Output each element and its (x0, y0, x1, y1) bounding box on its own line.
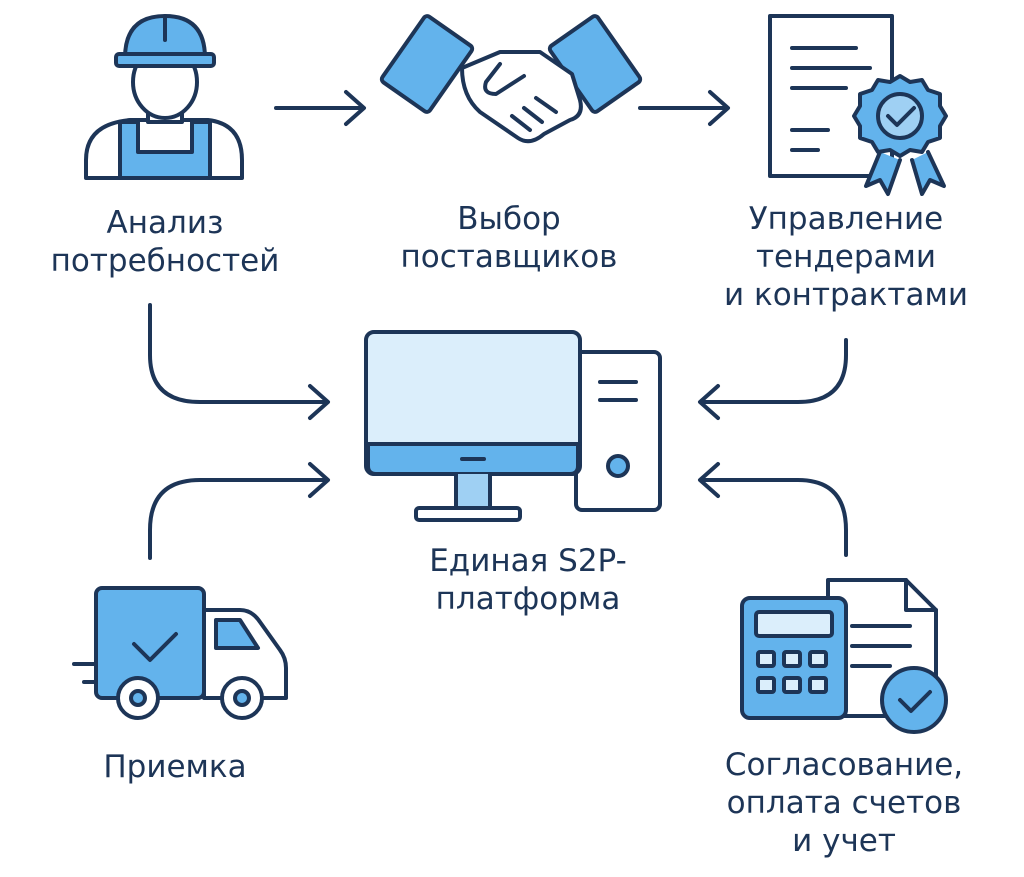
calculator-invoice-icon (740, 578, 948, 734)
label-needs-analysis: Анализ потребностей (40, 204, 290, 280)
edge-needs-to-platform (148, 303, 330, 420)
edge-approval-to-platform (698, 462, 848, 557)
edge-tenders-to-platform (698, 338, 848, 420)
handshake-icon (379, 14, 643, 144)
label-line: Анализ (106, 205, 224, 241)
label-tender-contract-management: Управление тендерами и контрактами (706, 200, 986, 314)
label-line: оплата счетов (726, 785, 962, 821)
label-line: Управление (748, 201, 944, 237)
worker-icon (84, 14, 244, 180)
edge-acceptance-to-platform (148, 462, 330, 560)
label-line: и контрактами (723, 277, 968, 313)
label-approval-payment: Согласование, оплата счетов и учет (704, 746, 984, 860)
label-line: платформа (435, 581, 621, 617)
label-line: Согласование, (724, 747, 964, 783)
label-line: тендерами (755, 239, 937, 275)
edge-suppliers-to-tenders (638, 90, 730, 126)
label-line: Выбор (457, 201, 561, 237)
label-line: и учет (792, 823, 896, 859)
label-line: поставщиков (400, 239, 618, 275)
label-line: Приемка (103, 749, 247, 785)
label-platform: Единая S2P- платформа (398, 542, 658, 618)
label-line: потребностей (50, 243, 280, 279)
label-supplier-selection: Выбор поставщиков (384, 200, 634, 276)
label-line: Единая S2P- (429, 543, 627, 579)
edge-needs-to-suppliers (274, 90, 366, 126)
delivery-truck-icon (72, 586, 288, 720)
computer-icon (364, 330, 662, 522)
certificate-document-icon (768, 14, 948, 196)
label-acceptance: Приемка (60, 748, 290, 786)
